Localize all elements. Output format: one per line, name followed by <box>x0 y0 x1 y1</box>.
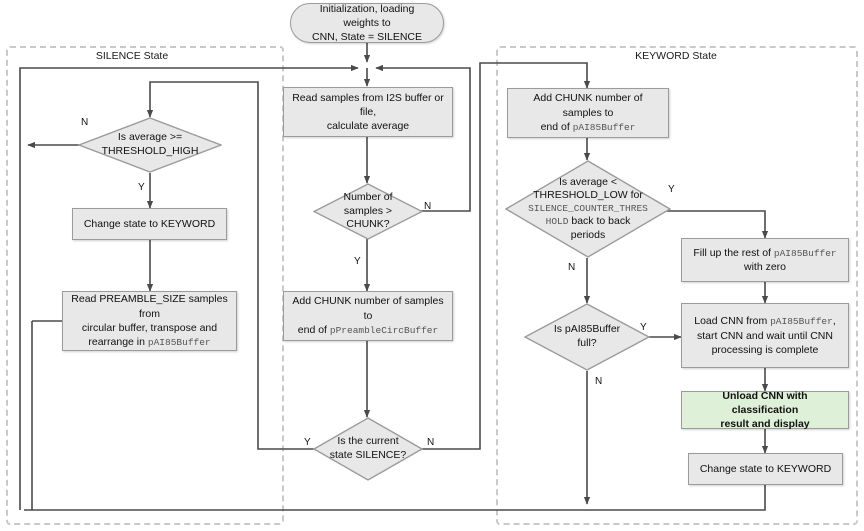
node-is-average-lt-threshold-low: Is average < THRESHOLD_LOW for SILENCE_C… <box>505 160 671 258</box>
decision-text: Is average >= THRESHOLD_HIGH <box>98 131 203 158</box>
init-line-1: Initialization, loading weights to <box>319 2 415 29</box>
chunk-line-3: CHUNK? <box>346 218 390 231</box>
add-chunk-pre-line-2: end of pPreambleCircBuffer <box>298 323 438 338</box>
node-change-state-keyword-right: Change state to KEYWORD <box>688 453 843 485</box>
load-cnn-line-2: start CNN and wait until CNN <box>697 329 833 342</box>
edge-label-low-no: N <box>568 262 576 273</box>
low-line-4: HOLD back to back <box>528 215 648 229</box>
chunk-line-1: Number of <box>343 191 393 204</box>
load-cnn-suffix: , <box>832 314 836 327</box>
fill-zero-line-1: Fill up the rest of pAI85Buffer <box>693 246 836 261</box>
low-line-5: periods <box>570 228 606 241</box>
region-silence-label: SILENCE State <box>89 50 175 62</box>
diamond-shape <box>78 117 222 173</box>
unload-cnn-line-1: Unload CNN with classification <box>722 389 808 416</box>
diamond-shape <box>313 183 423 240</box>
low-line-3: SILENCE_COUNTER_THRES <box>528 202 648 214</box>
edge-label-silence-yes: Y <box>304 437 311 448</box>
node-read-samples: Read samples from I2S buffer or file, ca… <box>283 87 453 137</box>
preamble-line-3: rearrange in pAI85Buffer <box>88 335 210 350</box>
edge-label-low-yes: Y <box>668 184 675 195</box>
preamble-line-2: circular buffer, transpose and <box>81 321 218 334</box>
preamble-buffer-name: pAI85Buffer <box>147 336 211 348</box>
edge-label-avg-high-no: N <box>81 117 89 128</box>
load-cnn-line-1: Load CNN from pAI85Buffer, <box>694 314 836 329</box>
decision-text: Is pAI85Buffer full? <box>550 323 624 350</box>
add-chunk-ai85-line-2: end of pAI85Buffer <box>541 120 636 135</box>
state-silence-line-1: Is the current <box>337 435 399 448</box>
low-line-1: Is average < <box>558 175 618 188</box>
node-initialization: Initialization, loading weights to CNN, … <box>290 3 444 43</box>
low-line-4-mono: HOLD <box>545 216 569 228</box>
node-add-chunk-preamble-buffer: Add CHUNK number of samples to end of pP… <box>283 291 453 341</box>
node-fill-rest-with-zero: Fill up the rest of pAI85Buffer with zer… <box>681 238 849 282</box>
node-add-chunk-ai85-buffer: Add CHUNK number of samples to end of pA… <box>507 88 669 138</box>
node-load-cnn: Load CNN from pAI85Buffer, start CNN and… <box>681 303 849 368</box>
add-chunk-pre-prefix: end of <box>297 323 330 336</box>
load-cnn-line-3: processing is complete <box>711 343 819 356</box>
low-line-2: THRESHOLD_LOW for <box>533 189 643 202</box>
load-cnn-buffer-name: pAI85Buffer <box>770 315 833 327</box>
preamble-line-3-prefix: rearrange in <box>88 335 148 348</box>
avg-high-line-1: Is average >= <box>117 131 183 144</box>
fill-zero-prefix: Fill up the rest of <box>693 246 774 259</box>
unload-cnn-line-2: result and display <box>720 418 810 431</box>
add-chunk-ai85-prefix: end of <box>540 120 573 133</box>
fill-zero-line-2: with zero <box>743 261 786 274</box>
add-chunk-ai85-line-1: Add CHUNK number of samples to <box>533 92 643 119</box>
region-keyword-label: KEYWORD State <box>629 50 723 62</box>
edge-label-chunk-yes: Y <box>354 256 361 267</box>
ai85-buffer-name: pAI85Buffer <box>572 121 636 133</box>
node-change-state-keyword-silence: Change state to KEYWORD <box>72 208 227 240</box>
change-state-left-text: Change state to KEYWORD <box>83 217 216 230</box>
preamble-circ-buffer-name: pPreambleCircBuffer <box>329 324 439 336</box>
full-line-1: Is pAI85Buffer <box>553 323 621 336</box>
init-line-2: CNN, State = SILENCE <box>312 31 422 44</box>
low-line-4-rest: back to back <box>568 215 631 228</box>
diamond-shape <box>313 417 423 481</box>
node-unload-cnn-display: Unload CNN with classification result an… <box>681 389 849 431</box>
edge-label-silence-no: N <box>427 437 435 448</box>
add-chunk-pre-line-1: Add CHUNK number of samples to <box>292 295 444 322</box>
decision-text: Is average < THRESHOLD_LOW for SILENCE_C… <box>524 176 652 243</box>
state-silence-line-2: state SILENCE? <box>329 449 407 461</box>
node-is-average-ge-threshold-high: Is average >= THRESHOLD_HIGH <box>78 117 222 173</box>
chunk-line-2: samples > <box>343 204 393 217</box>
edge-label-chunk-no: N <box>424 201 432 212</box>
change-state-right-text: Change state to KEYWORD <box>699 462 832 475</box>
diamond-shape <box>524 303 650 371</box>
fill-zero-buffer-name: pAI85Buffer <box>773 247 837 259</box>
node-is-ai85buffer-full: Is pAI85Buffer full? <box>524 303 650 371</box>
edge-label-avg-high-yes: Y <box>138 182 145 193</box>
decision-text: Number of samples > CHUNK? <box>339 191 396 232</box>
decision-text: Is the current state SILENCE? <box>326 435 410 462</box>
edge-label-full-yes: Y <box>640 322 647 333</box>
preamble-line-1: Read PREAMBLE_SIZE samples from <box>71 293 228 320</box>
node-number-samples-gt-chunk: Number of samples > CHUNK? <box>313 183 423 240</box>
edge-label-full-no: N <box>595 376 603 387</box>
read-samples-line-2: calculate average <box>326 120 410 133</box>
node-read-preamble-samples: Read PREAMBLE_SIZE samples from circular… <box>62 291 237 351</box>
diamond-shape <box>505 160 671 258</box>
load-cnn-prefix: Load CNN from <box>694 314 771 327</box>
avg-high-line-2: THRESHOLD_HIGH <box>101 145 199 157</box>
node-is-current-state-silence: Is the current state SILENCE? <box>313 417 423 481</box>
read-samples-line-1: Read samples from I2S buffer or file, <box>292 91 444 118</box>
full-line-2: full? <box>577 337 597 349</box>
